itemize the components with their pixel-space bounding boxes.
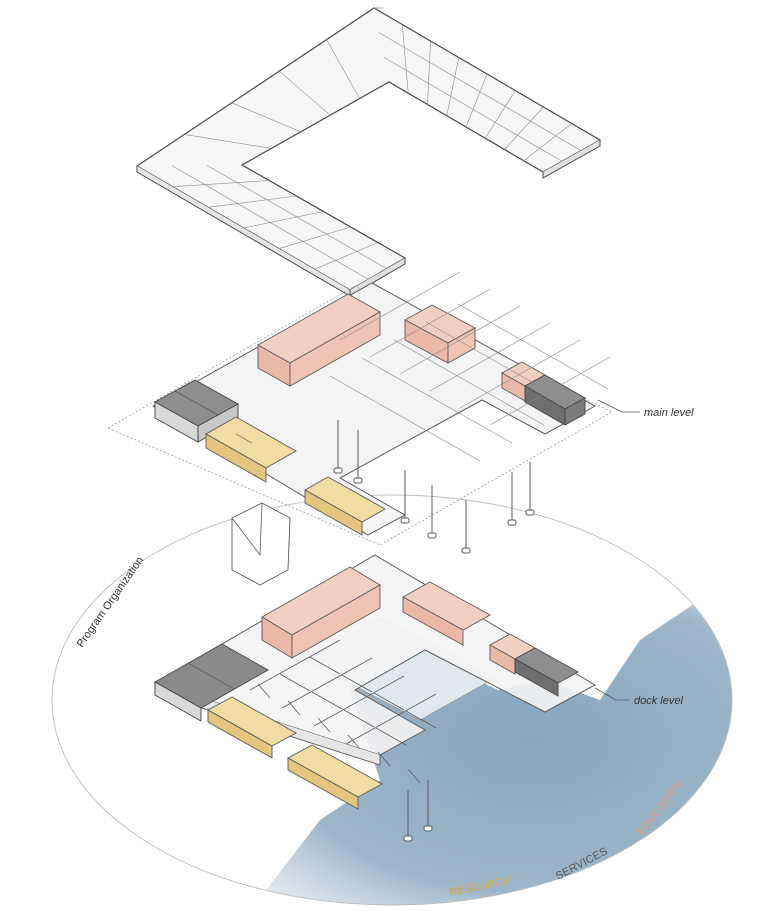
- program-organization-title: Program Organization: [75, 555, 147, 650]
- main-level: [107, 271, 613, 586]
- roof-skylight-grid: [171, 7, 582, 280]
- research-block-main-2: [304, 476, 386, 536]
- services-block-dock-right: [514, 647, 579, 697]
- main-level-columns: [333, 420, 535, 554]
- services-block-dock-left: [154, 643, 269, 722]
- research-block-dock-1: [207, 696, 297, 759]
- main-level-lab-grid: [329, 271, 611, 462]
- main-level-label: main level: [644, 407, 694, 419]
- main-level-leader: [597, 399, 640, 413]
- dock-level-leader: [594, 687, 630, 701]
- program-ellipse: [51, 494, 733, 906]
- dock-level-label: dock level: [634, 695, 683, 707]
- research-block-dock-2: [287, 744, 383, 810]
- dock-columns: [403, 780, 433, 842]
- education-block-main-1: [257, 293, 381, 387]
- research-block-main-1: [205, 416, 297, 483]
- roof-level: [135, 7, 602, 297]
- dock-truss-structure: [249, 639, 437, 784]
- education-block-dock-1: [261, 566, 381, 659]
- stair-tower: [231, 502, 291, 586]
- education-block-dock-2: [402, 581, 491, 646]
- services-block-main-right: [524, 374, 586, 426]
- dock-level: [153, 554, 597, 842]
